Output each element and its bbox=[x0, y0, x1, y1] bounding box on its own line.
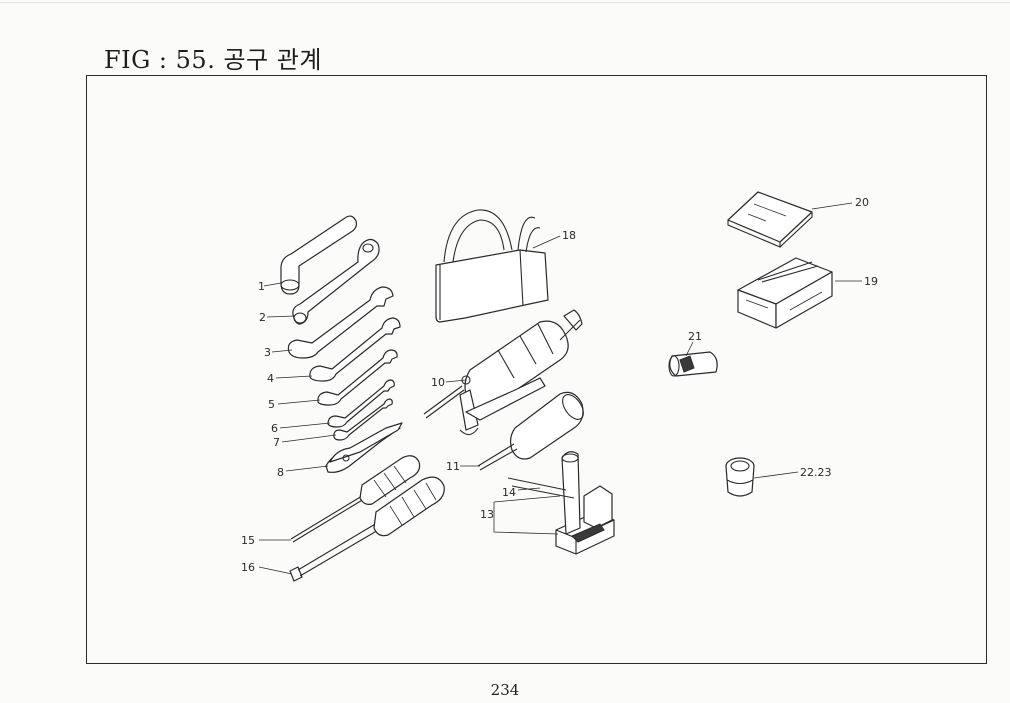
item-box bbox=[737, 257, 833, 329]
item-cup bbox=[725, 457, 755, 497]
diagram-frame bbox=[86, 75, 987, 664]
tool-ring-wrench bbox=[292, 238, 380, 325]
tool-spanner-5 bbox=[317, 349, 398, 406]
item-filter-roll bbox=[668, 351, 718, 377]
callout-4: 4 bbox=[267, 372, 274, 385]
callout-8: 8 bbox=[277, 466, 284, 479]
tool-screwdriver-15 bbox=[290, 455, 421, 543]
tool-grease-gun bbox=[423, 309, 583, 436]
callout-18: 18 bbox=[562, 229, 576, 242]
callout-5: 5 bbox=[268, 398, 275, 411]
item-manual bbox=[727, 191, 813, 248]
tool-bottle-jack bbox=[507, 451, 615, 555]
callout-21: 21 bbox=[688, 330, 702, 343]
callout-10: 10 bbox=[431, 376, 445, 389]
callout-3: 3 bbox=[264, 346, 271, 359]
figure-title: FIG : 55. 공구 관계 bbox=[104, 46, 322, 74]
callout-15: 15 bbox=[241, 534, 255, 547]
callout-19: 19 bbox=[864, 275, 878, 288]
top-rule bbox=[0, 2, 1010, 3]
leader-lines bbox=[258, 202, 862, 575]
tool-bag bbox=[435, 209, 549, 323]
tool-pliers bbox=[325, 422, 403, 473]
tool-spanner-6 bbox=[327, 379, 395, 428]
tool-spanner-4 bbox=[309, 317, 401, 382]
tool-spanner-3 bbox=[287, 286, 394, 359]
callout-2: 2 bbox=[259, 311, 266, 324]
callout-16: 16 bbox=[241, 561, 255, 574]
callout-7: 7 bbox=[273, 436, 280, 449]
callout-1: 1 bbox=[258, 280, 265, 293]
callout-22-23: 22.23 bbox=[800, 466, 832, 479]
tool-grease-cartridge bbox=[477, 391, 584, 471]
callout-13: 13 bbox=[480, 508, 494, 521]
tool-spanner-7 bbox=[333, 398, 393, 441]
callout-6: 6 bbox=[271, 422, 278, 435]
callout-11: 11 bbox=[446, 460, 460, 473]
callout-20: 20 bbox=[855, 196, 869, 209]
page-number: 234 bbox=[490, 681, 520, 699]
callout-14: 14 bbox=[502, 486, 516, 499]
tool-screwdriver-16 bbox=[289, 476, 445, 582]
tool-box-wrench bbox=[280, 215, 358, 295]
